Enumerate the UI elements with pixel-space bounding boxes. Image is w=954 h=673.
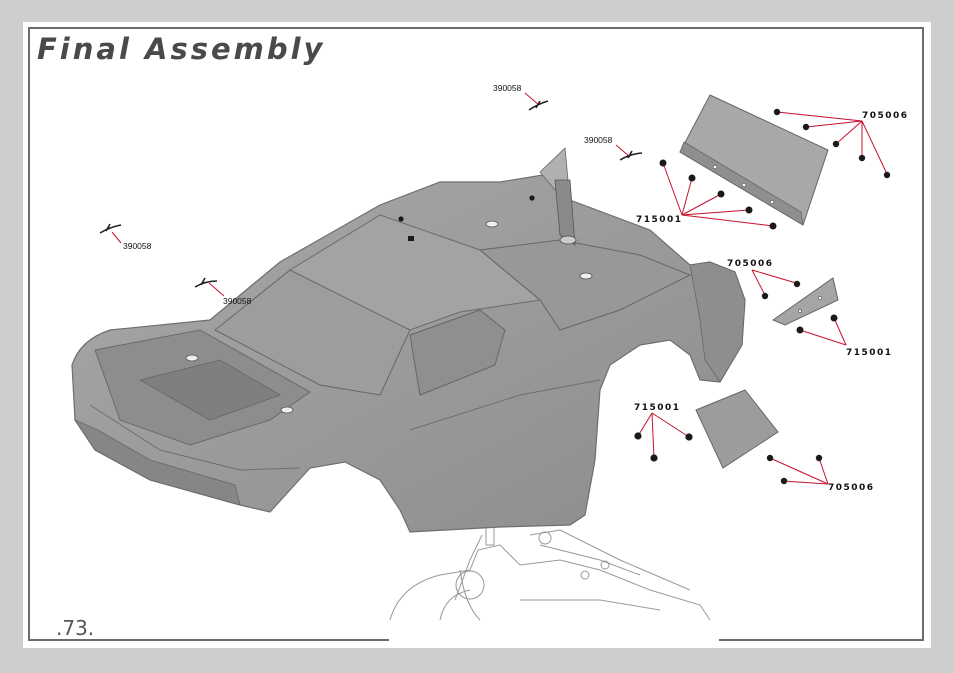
- lower-plate: [695, 389, 779, 469]
- label-side-nuts: 715001: [846, 348, 893, 358]
- label-lower-nuts: 715001: [634, 403, 681, 413]
- label-clip-mid: 390058: [584, 135, 613, 145]
- part-labels: 705006 715001 705006 715001 715001 70500…: [123, 83, 909, 493]
- label-clip-left2: 390058: [223, 296, 252, 306]
- rear-wing: [679, 94, 829, 226]
- body-shell: [71, 147, 746, 533]
- chassis-line-art: [389, 514, 711, 621]
- label-lower-screws: 705006: [828, 483, 875, 493]
- hardware-parts: [398, 108, 891, 485]
- label-clip-top: 390058: [493, 83, 522, 93]
- label-wing-screws: 705006: [862, 111, 909, 121]
- label-wing-nuts: 715001: [636, 215, 683, 225]
- body-clips: [99, 100, 643, 288]
- page-title: Final Assembly: [37, 32, 326, 66]
- page-number: .73.: [56, 616, 95, 640]
- side-wing-plate: [771, 277, 839, 326]
- label-clip-left: 390058: [123, 241, 152, 251]
- leader-lines: [111, 92, 888, 485]
- label-side-screws: 705006: [727, 259, 774, 269]
